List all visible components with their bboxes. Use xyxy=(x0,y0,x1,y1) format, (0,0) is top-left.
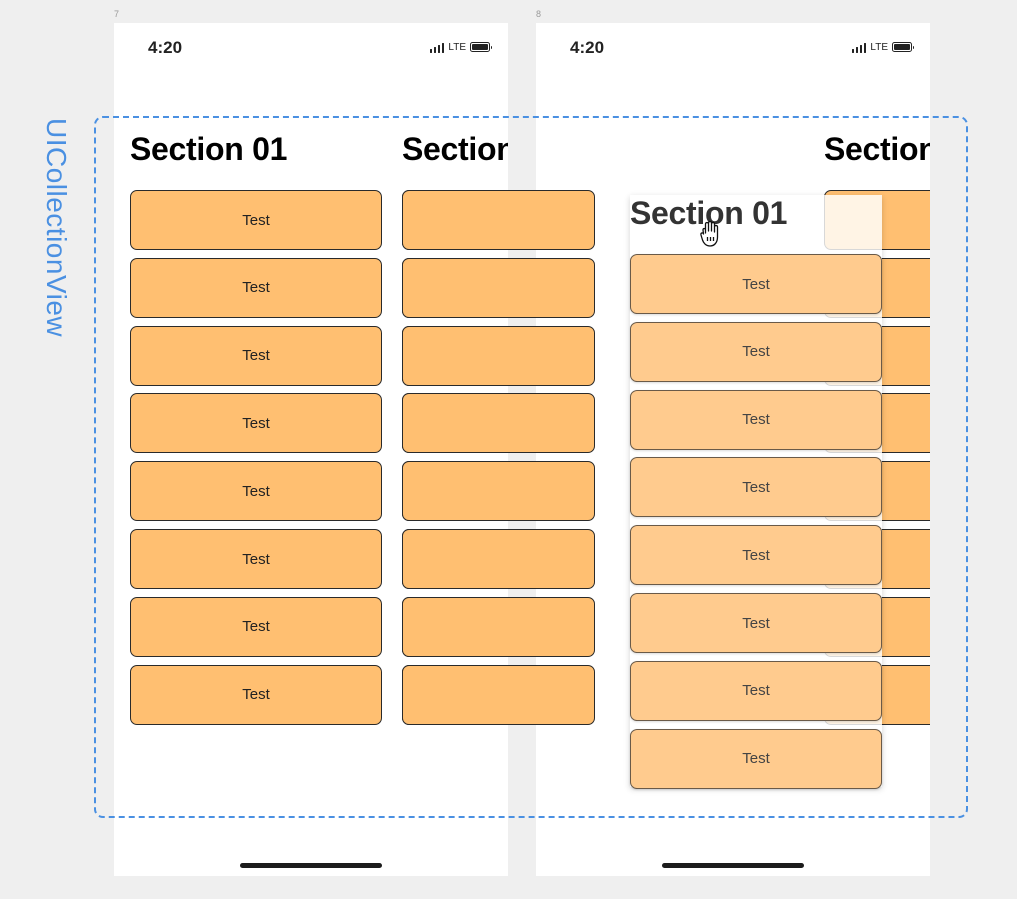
status-time: 4:20 xyxy=(148,38,183,57)
frame-number-7: 7 xyxy=(114,9,120,19)
network-label: LTE xyxy=(448,41,466,53)
collection-cell[interactable]: Test xyxy=(130,529,382,589)
signal-icon xyxy=(851,42,867,53)
home-indicator xyxy=(240,863,382,868)
dragging-cell[interactable]: Test xyxy=(630,254,882,314)
collection-cell-edge[interactable] xyxy=(402,393,595,454)
collection-cell[interactable]: Test xyxy=(130,596,382,657)
battery-icon xyxy=(892,42,914,52)
collection-cell-edge[interactable] xyxy=(402,529,595,589)
status-indicators: LTE xyxy=(429,40,492,54)
section-title: Section 01 xyxy=(130,131,288,167)
collection-cell[interactable]: Test xyxy=(130,257,382,318)
dragging-cell[interactable]: Test xyxy=(630,525,882,586)
frame-number-8: 8 xyxy=(536,9,542,19)
dragging-cell[interactable]: Test xyxy=(630,389,882,450)
dragging-cell[interactable]: Test xyxy=(630,321,882,382)
status-indicators: LTE xyxy=(851,40,914,54)
battery-icon xyxy=(470,42,492,52)
dragging-cell[interactable]: Test xyxy=(630,593,882,653)
collection-cell[interactable]: Test xyxy=(130,393,382,454)
collection-cell-edge[interactable] xyxy=(402,664,595,725)
section-title: Section xyxy=(824,131,930,167)
collection-cell[interactable]: Test xyxy=(130,190,382,250)
collection-cell-edge[interactable] xyxy=(402,257,595,318)
collection-cell-edge[interactable] xyxy=(402,461,595,522)
collection-cell[interactable]: Test xyxy=(130,664,382,725)
status-time: 4:20 xyxy=(570,38,605,57)
collection-cell[interactable]: Test xyxy=(130,461,382,522)
collection-cell[interactable]: Test xyxy=(130,325,382,386)
network-label: LTE xyxy=(870,41,888,53)
dragging-cell[interactable]: Test xyxy=(630,728,882,789)
signal-icon xyxy=(429,42,445,53)
collection-cell-edge[interactable] xyxy=(402,190,595,250)
collection-view-label: UICollectionView xyxy=(41,118,72,338)
section-title: Section xyxy=(402,131,508,167)
collection-cell-edge[interactable] xyxy=(402,325,595,386)
dragging-cell[interactable]: Test xyxy=(630,457,882,518)
grab-hand-cursor-icon xyxy=(700,220,719,247)
dragging-cell[interactable]: Test xyxy=(630,660,882,721)
collection-cell-edge[interactable] xyxy=(402,596,595,657)
home-indicator xyxy=(662,863,804,868)
